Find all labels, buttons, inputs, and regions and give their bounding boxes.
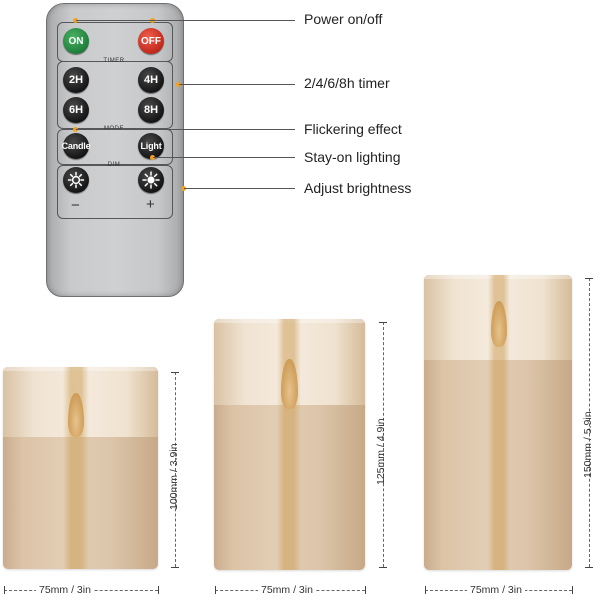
height-guide-small xyxy=(175,372,176,567)
width-label-large: 75mm / 3in xyxy=(467,584,525,596)
callout-dot-timer xyxy=(176,82,181,87)
sun-outline-icon xyxy=(67,171,85,189)
flame-icon xyxy=(68,393,84,437)
on-button[interactable]: ON xyxy=(63,28,89,54)
height-tick-bottom-large xyxy=(585,567,593,568)
feature-power: Power on/off xyxy=(304,11,383,27)
height-label-small: 100mm / 3.9in xyxy=(168,443,180,510)
height-tick-top-large xyxy=(585,278,593,279)
width-tick-left-small xyxy=(4,586,5,594)
dim-down-button[interactable] xyxy=(63,167,89,193)
height-guide-large xyxy=(589,278,590,567)
callout-line-flicker xyxy=(76,129,295,131)
timer-section xyxy=(57,61,173,129)
off-button[interactable]: OFF xyxy=(138,28,164,54)
width-tick-right-small xyxy=(158,586,159,594)
width-label-medium: 75mm / 3in xyxy=(258,584,316,596)
dim-minus-label: − xyxy=(71,197,80,214)
flame-icon xyxy=(281,359,298,409)
callout-dot-dim xyxy=(181,186,186,191)
width-tick-left-medium xyxy=(215,586,216,594)
candle-large xyxy=(424,275,572,570)
sun-filled-icon xyxy=(142,171,160,189)
timer-8h-button[interactable]: 8H xyxy=(138,97,164,123)
height-label-large: 150mm / 5.9in xyxy=(582,411,594,478)
callout-dot-light xyxy=(150,155,155,160)
timer-4h-button[interactable]: 4H xyxy=(138,67,164,93)
candle-small xyxy=(3,367,158,569)
callout-line-brightness xyxy=(184,188,295,190)
dim-section-label: DIM xyxy=(107,162,121,168)
light-mode-button[interactable]: Light xyxy=(138,133,164,159)
feature-flicker: Flickering effect xyxy=(304,121,402,137)
height-label-medium: 125mm / 4.9in xyxy=(375,418,387,485)
timer-section-label: TIMER xyxy=(103,58,125,64)
dim-section xyxy=(57,165,173,219)
flame-icon xyxy=(491,301,507,347)
feature-brightness: Adjust brightness xyxy=(304,180,412,196)
width-tick-right-large xyxy=(572,586,573,594)
timer-2h-button[interactable]: 2H xyxy=(63,67,89,93)
height-tick-top-small xyxy=(171,372,179,373)
candle-mode-button[interactable]: Candle xyxy=(62,133,91,159)
width-label-small: 75mm / 3in xyxy=(36,584,94,596)
candle-medium xyxy=(214,319,365,570)
height-tick-bottom-medium xyxy=(379,567,387,568)
height-tick-top-medium xyxy=(379,322,387,323)
callout-line-stayon xyxy=(153,157,295,159)
dim-plus-label: + xyxy=(146,196,155,213)
feature-timer: 2/4/6/8h timer xyxy=(304,75,390,91)
callout-line-power xyxy=(76,20,295,22)
dim-up-button[interactable] xyxy=(138,167,164,193)
height-tick-bottom-small xyxy=(171,567,179,568)
timer-6h-button[interactable]: 6H xyxy=(63,97,89,123)
width-tick-right-medium xyxy=(365,586,366,594)
callout-line-timer xyxy=(179,84,295,86)
callout-dot-candle xyxy=(73,127,78,132)
callout-dot-on xyxy=(73,18,78,23)
remote-control: ON OFF TIMER 2H 4H 6H 8H MODE Candle Lig… xyxy=(46,3,184,297)
feature-stay-on: Stay-on lighting xyxy=(304,149,401,165)
width-tick-left-large xyxy=(425,586,426,594)
height-guide-medium xyxy=(383,322,384,567)
